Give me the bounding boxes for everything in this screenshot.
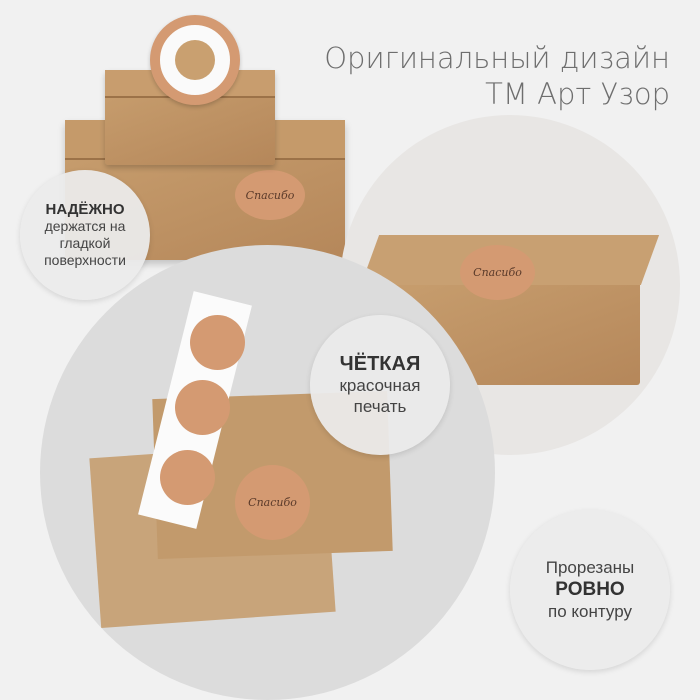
badge-bold: РОВНО — [555, 579, 625, 600]
badge-bold: НАДЁЖНО — [45, 201, 125, 218]
sticker-label: Спасибо — [248, 496, 297, 509]
box-sticker-2: Спасибо — [460, 245, 535, 300]
badge-text: держатся на гладкой поверхности — [44, 218, 126, 268]
headline: Оригинальный дизайн ТМ Арт Узор — [324, 40, 670, 112]
badge-print: ЧЁТКАЯ красочная печать — [310, 315, 450, 455]
badge-text: по контуру — [548, 602, 632, 621]
badge-text: красочная печать — [339, 375, 421, 416]
sticker-roll — [150, 15, 240, 105]
headline-line2: ТМ Арт Узор — [485, 77, 670, 111]
box-sticker: Спасибо — [235, 170, 305, 220]
badge-reliable: НАДЁЖНО держатся на гладкой поверхности — [20, 170, 150, 300]
sticker-label: Спасибо — [245, 188, 295, 202]
badge-bold: ЧЁТКАЯ — [339, 352, 421, 375]
envelope-photo-circle: Спасибо — [40, 245, 495, 700]
headline-line1: Оригинальный дизайн — [324, 41, 670, 75]
envelope-sticker: Спасибо — [235, 465, 310, 540]
badge-top: Прорезаны — [545, 558, 635, 577]
badge-cut: Прорезаны РОВНО по контуру — [510, 510, 670, 670]
sticker-label: Спасибо — [473, 266, 522, 279]
